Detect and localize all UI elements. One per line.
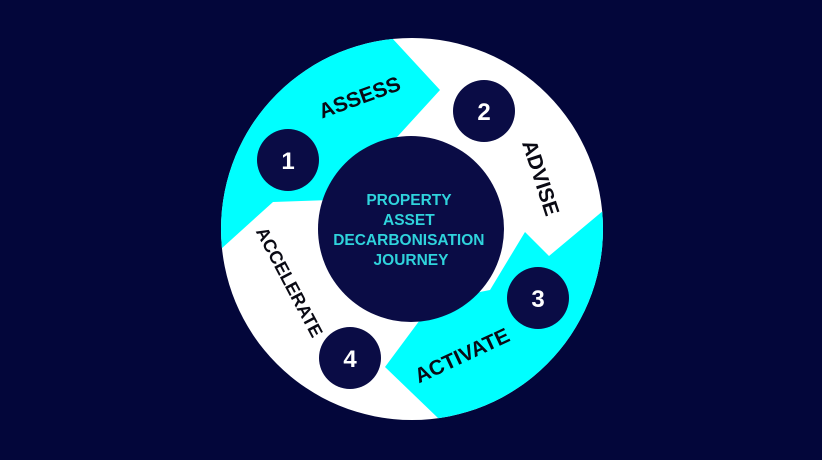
step-2-badge	[453, 80, 515, 142]
step-2-number: 2	[477, 99, 490, 126]
step-4-number: 4	[343, 346, 357, 373]
step-1-badge	[257, 129, 319, 191]
center-title: PROPERTY ASSET DECARBONISATION JOURNEY	[333, 192, 489, 269]
step-4-badge	[319, 327, 381, 389]
step-1-number: 1	[281, 148, 294, 175]
step-3-number: 3	[531, 286, 544, 313]
step-3-badge	[507, 267, 569, 329]
center-circle	[318, 136, 504, 322]
